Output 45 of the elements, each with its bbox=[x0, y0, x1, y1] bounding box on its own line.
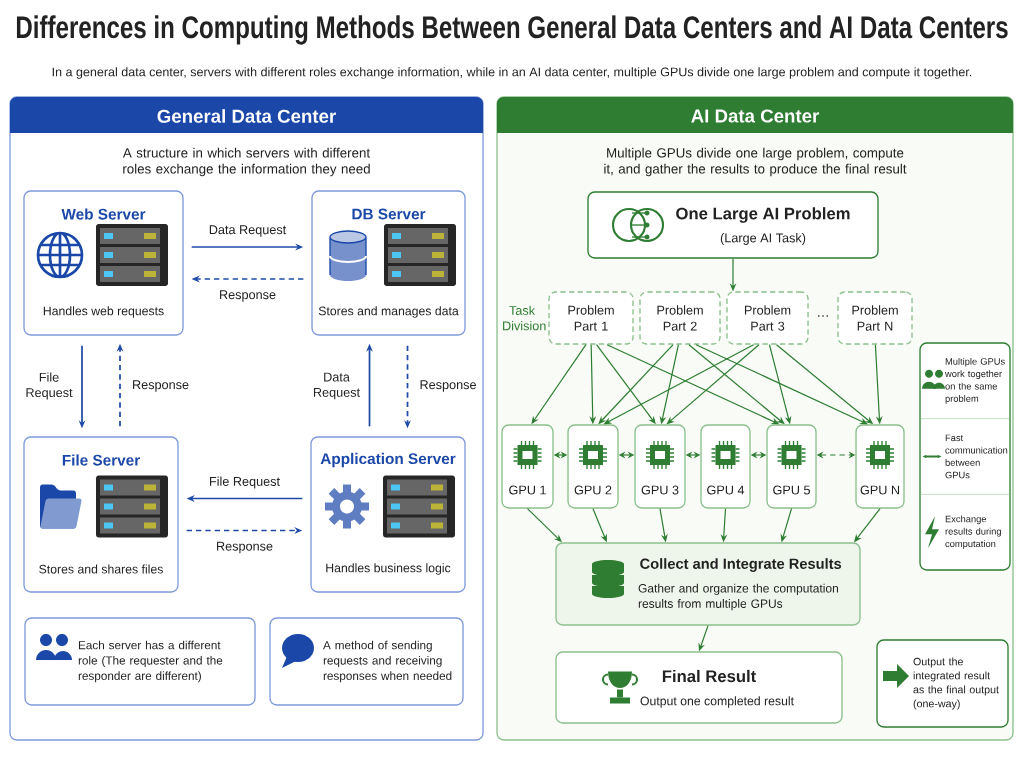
edge-label: File Request bbox=[21, 370, 77, 402]
part-label: Problem Part 2 bbox=[657, 305, 703, 331]
box-description: Stores and manages data bbox=[318, 306, 459, 318]
box-heading: Final Result bbox=[662, 669, 757, 683]
note-text: Each server has a different role (The requester and the responder are different) bbox=[78, 640, 223, 683]
info-text: Multiple GPUs work together on the same problem bbox=[945, 357, 1005, 404]
edge-label: Response bbox=[217, 288, 278, 304]
gpu-label: GPU 1 bbox=[509, 485, 546, 495]
panel-header: General Data Center bbox=[10, 97, 483, 133]
info-text: Fast communication between GPUs bbox=[945, 434, 1008, 479]
gpu-label: GPU 3 bbox=[641, 485, 679, 495]
info-text: Exchange results during computation bbox=[945, 515, 1001, 549]
subtitle: In a general data center, servers with different roles exchange information, while in an AI data center, multiple GPUs divide one large problem and compute it together. bbox=[52, 67, 972, 79]
edge-label: Response bbox=[417, 378, 476, 394]
box-heading: Application Server bbox=[320, 452, 456, 468]
note-text: A method of sending requests and receiving responses when needed bbox=[323, 640, 452, 683]
box-description: Handles business logic bbox=[326, 563, 451, 575]
part-label: Problem Part 1 bbox=[568, 305, 614, 331]
gpu-label: GPU 2 bbox=[574, 485, 612, 495]
side-label: Task Division bbox=[503, 305, 546, 331]
gpu-label: GPU 5 bbox=[773, 485, 810, 495]
box-heading: Collect and Integrate Results bbox=[640, 558, 842, 572]
box-description: Stores and shares files bbox=[39, 564, 163, 574]
box-heading: One Large AI Problem bbox=[676, 207, 850, 223]
arrow bbox=[695, 344, 868, 425]
edge-label: Data Request bbox=[206, 223, 289, 239]
edge-label: Response bbox=[130, 378, 189, 394]
part-label: Problem Part N bbox=[852, 305, 898, 331]
box-heading: DB Server bbox=[352, 208, 426, 220]
panel-subtitle: Multiple GPUs divide one large problem, compute it, and gather the results to produce the final result bbox=[604, 147, 907, 177]
box-description: Handles web requests bbox=[43, 306, 164, 318]
box-subheading: (Large AI Task) bbox=[720, 233, 806, 245]
box-heading: File Server bbox=[62, 454, 140, 466]
box-heading: Web Server bbox=[61, 208, 146, 220]
panel-subtitle: A structure in which servers with different roles exchange the information they need bbox=[122, 147, 370, 177]
box-description: Gather and organize the computation results from multiple GPUs bbox=[638, 583, 838, 611]
gpu-label: GPU N bbox=[860, 485, 899, 495]
part-label: Problem Part 3 bbox=[744, 305, 791, 331]
panel-header: AI Data Center bbox=[497, 97, 1013, 133]
edge-label: Data Request bbox=[308, 370, 365, 402]
title: Differences in Computing Methods Between General Data Centers and AI Data Centers bbox=[16, 15, 1008, 45]
gpu-label: GPU 4 bbox=[707, 485, 745, 495]
note-text: Output the integrated result as the final output (one-way) bbox=[913, 657, 999, 710]
ellipsis: … bbox=[818, 315, 828, 317]
box-description: Output one completed result bbox=[640, 696, 794, 708]
